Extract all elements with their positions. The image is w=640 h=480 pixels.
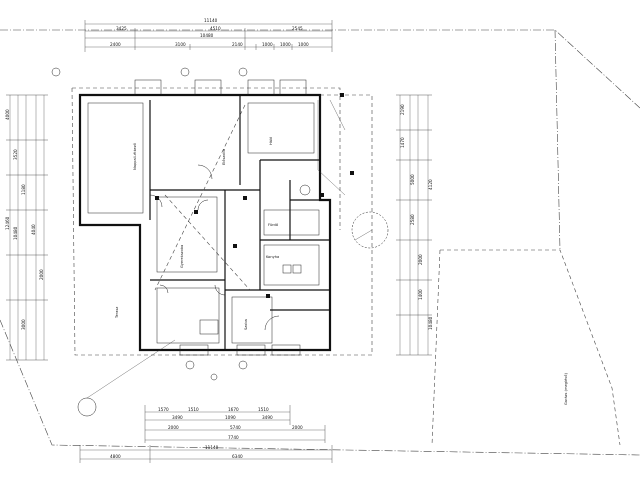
- interior-walls: [149, 95, 330, 350]
- dim-bottom-row3-b: 5740: [230, 425, 241, 430]
- grid-bubbles: [51, 67, 248, 417]
- dim-bottom-row2-a: 3490: [172, 415, 183, 420]
- dim-bottom-row4: 7740: [228, 435, 239, 440]
- dim-left-b: 3520: [13, 149, 18, 160]
- dim-top-row1-total: 10480: [200, 33, 214, 38]
- label-room-big: Nappali-étkező: [133, 143, 137, 170]
- dim-right-g: 4120: [428, 179, 433, 190]
- room-inner-lines: [87, 102, 320, 344]
- dim-top-row1-c: 2545: [292, 26, 303, 31]
- dim-bottom-row1-c: 1670: [228, 407, 239, 412]
- label-room-hall: Előszoba: [222, 149, 226, 165]
- dim-left-d: 4040: [31, 224, 36, 235]
- dim-top-row2-f: 1000: [298, 42, 309, 47]
- right-dimension-chains: 2190 1470 5000 2580 2000 1400 4120 10480: [396, 94, 433, 356]
- dim-right-h: 10480: [428, 316, 433, 330]
- label-room-kitchen: Konyha: [266, 255, 279, 259]
- dim-bottom-row2-c: 3490: [262, 415, 273, 420]
- dim-right-b: 1470: [400, 137, 405, 148]
- label-terrace: Terasz: [115, 307, 119, 319]
- dim-top-row2-d: 1000: [262, 42, 273, 47]
- dim-left-e: 2000: [39, 269, 44, 280]
- dim-right-e: 2000: [418, 254, 423, 265]
- label-room-bath: Fürdő: [268, 223, 278, 227]
- dim-bottom-row1-a: 1570: [158, 407, 169, 412]
- dim-top-row1-b: 4510: [210, 26, 221, 31]
- room-labels: Nappali-étkező Háló Előszoba Fürdő Konyh…: [115, 137, 568, 405]
- label-garage: Garázs (meglévő): [564, 373, 568, 405]
- top-windows: [134, 79, 307, 96]
- dim-right-f: 1400: [418, 289, 423, 300]
- dim-top-overall: 11140: [204, 18, 218, 23]
- dim-bottom-left: 4800: [110, 454, 121, 459]
- dim-top-row2-a: 2400: [110, 42, 121, 47]
- site-boundary: [0, 29, 640, 456]
- dim-right-d: 2580: [410, 214, 415, 225]
- slab-outline: [71, 87, 373, 356]
- label-room-bottom-left: Gyerekszoba: [180, 245, 184, 268]
- dim-bottom-row1-b: 1510: [188, 407, 199, 412]
- dim-top-row2-b: 3100: [175, 42, 186, 47]
- dim-right-c: 5000: [410, 174, 415, 185]
- dim-bottom-row1-d: 1510: [258, 407, 269, 412]
- dim-top-row1-a: 3425: [116, 26, 127, 31]
- dim-bottom-row3-a: 2000: [168, 425, 179, 430]
- dim-bottom-row2-b: 1090: [225, 415, 236, 420]
- leader-lines: [86, 99, 373, 399]
- markers: [155, 93, 354, 298]
- dim-top-row2-c: 2140: [232, 42, 243, 47]
- section-lines: [154, 104, 251, 291]
- dim-left-g: 10480: [13, 226, 18, 240]
- label-room-bottom-right: Szoba: [244, 319, 248, 330]
- dim-left-a: 4000: [5, 109, 10, 120]
- bottom-dimension-chains: 1570 1510 1670 1510 3490 1090 3490 2000 …: [79, 405, 333, 463]
- top-dimension-chains: 11140 3425 4510 2545 10480 2400 3100 214…: [84, 18, 333, 52]
- dim-top-row2-e: 1000: [280, 42, 291, 47]
- exterior-walls: [78, 93, 332, 352]
- dim-right-a: 2190: [400, 104, 405, 115]
- left-dimension-chains: 4000 3520 1180 4040 2000 3000 10480 1246…: [5, 94, 48, 361]
- dim-bottom-overall: 11140: [205, 445, 219, 450]
- dim-bottom-mid: 6340: [232, 454, 243, 459]
- bottom-windows: [179, 344, 301, 356]
- dim-bottom-row3-c: 2000: [292, 425, 303, 430]
- dim-left-f: 3000: [21, 319, 26, 330]
- label-room-right: Háló: [269, 137, 273, 145]
- door-swings: [149, 164, 389, 331]
- dim-left-c: 1180: [21, 184, 26, 195]
- dim-left-h: 12460: [5, 216, 10, 230]
